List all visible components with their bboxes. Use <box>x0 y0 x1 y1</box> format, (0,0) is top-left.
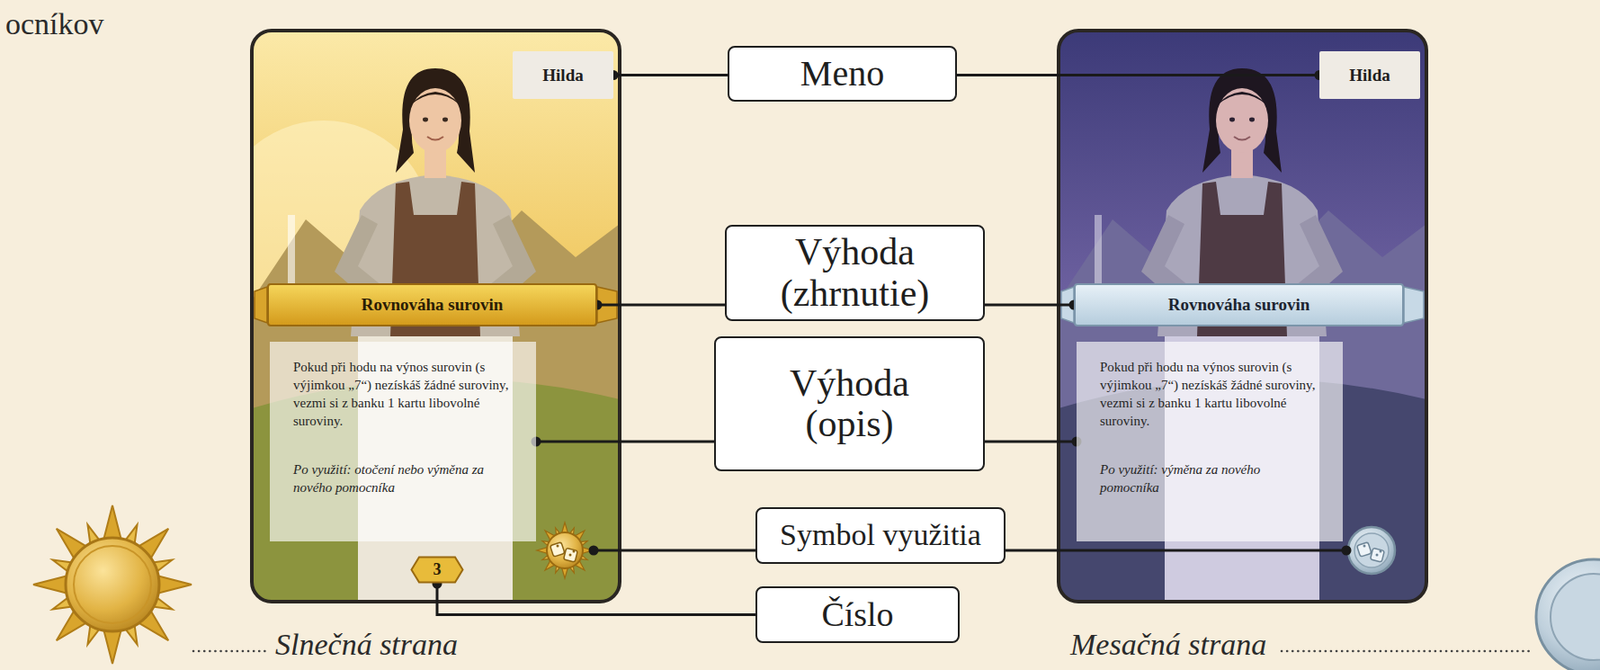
mouth <box>427 136 444 141</box>
die <box>1370 547 1386 563</box>
sun-emblem <box>0 473 225 670</box>
die <box>550 542 565 557</box>
eye <box>422 117 429 123</box>
moon-ring <box>1550 573 1600 661</box>
eye <box>1249 117 1255 123</box>
mouth <box>1233 136 1251 141</box>
die <box>1357 542 1372 557</box>
leader-path <box>613 73 728 77</box>
symbol-ring <box>1354 533 1389 568</box>
node-text: Rovnováha surovin <box>279 294 585 315</box>
sun-disc <box>65 537 160 632</box>
leader-line <box>592 300 726 311</box>
node-text: Číslo <box>768 596 948 634</box>
hair <box>1202 68 1282 173</box>
leader-path <box>536 440 715 444</box>
number-hexagon: 3 <box>410 555 465 584</box>
die-pip <box>556 545 560 548</box>
die-pip <box>1376 554 1379 557</box>
dotted-rule <box>1281 650 1534 653</box>
benefit-panel: Pokud při hodu na výnos surovin (s výjim… <box>1076 341 1343 542</box>
sun-ray <box>0 473 225 670</box>
card-art <box>1058 30 1427 602</box>
die-pip <box>569 554 573 557</box>
leader-line <box>984 300 1080 311</box>
page-heading-fragment: ocníkov <box>5 7 105 41</box>
name-tag: Hilda <box>512 51 614 99</box>
leader-line <box>993 549 1347 553</box>
helper-card-moon <box>1058 30 1427 602</box>
leader-path <box>437 583 756 616</box>
callout-box: Symbol využitia <box>755 507 1006 564</box>
eye <box>442 117 448 123</box>
die-pip <box>1379 550 1383 554</box>
banner-ornament <box>254 286 268 323</box>
callout-box: Výhoda (opis) <box>714 336 985 472</box>
leader-path <box>956 73 1320 77</box>
sun-ray <box>27 500 197 670</box>
callout-box: Výhoda (zhrnutie) <box>724 224 985 322</box>
banner-ornament <box>1403 286 1424 323</box>
card-art <box>251 30 620 602</box>
leader-line <box>531 437 716 447</box>
leader-line <box>608 70 729 81</box>
leader-path <box>984 440 1077 444</box>
node-text: Hilda <box>1326 65 1413 86</box>
sun-ray <box>27 500 197 670</box>
hair <box>395 68 475 173</box>
node-text: Hilda <box>519 65 607 86</box>
usage-note: Po využití: výměna za nového pomocníka <box>1099 460 1316 497</box>
usage-note: Po využití: otočení nebo výměna za novéh… <box>293 460 510 497</box>
leader-path <box>597 303 725 307</box>
sun-ray <box>533 518 598 583</box>
node-text: Pokud při hodu na výnos surovin (s výjim… <box>293 357 510 430</box>
usage-symbol-moon <box>1348 527 1395 574</box>
benefit-banner: Rovnováha surovin <box>267 283 598 327</box>
leader-line <box>593 549 769 553</box>
node-text: 3 <box>410 560 465 580</box>
usage-symbol-sun <box>525 510 605 590</box>
benefit-panel: Pokud při hodu na výnos surovin (s výjim… <box>269 341 537 542</box>
die-pip <box>572 550 576 554</box>
leader-dot <box>1341 545 1352 556</box>
callout-box: Meno <box>727 45 957 102</box>
face <box>409 88 462 153</box>
symbol-disc <box>546 532 583 569</box>
node-text: Výhoda (zhrnutie) <box>737 232 973 314</box>
hair-fringe <box>409 91 462 107</box>
node-text: Rovnováha surovin <box>1086 294 1392 315</box>
die-pip <box>1363 545 1367 548</box>
leader-line <box>956 70 1325 81</box>
node-text: Výhoda (opis) <box>760 363 939 446</box>
moon-disc <box>1536 559 1600 670</box>
hair-fringe <box>1215 91 1269 107</box>
card-sky <box>1058 30 1427 602</box>
node-text: Symbol využitia <box>768 518 993 553</box>
side-caption: Mesačná strana <box>1070 627 1267 662</box>
dotted-rule <box>193 650 270 653</box>
sun-ray <box>533 518 598 583</box>
leader-dot <box>589 545 599 556</box>
face <box>1215 88 1269 153</box>
leader-path <box>984 303 1074 307</box>
name-tag: Hilda <box>1319 51 1421 99</box>
card-sky <box>251 30 620 602</box>
leader-line <box>984 437 1082 447</box>
die <box>563 547 579 563</box>
callout-box: Číslo <box>755 586 960 644</box>
sun-ring <box>73 545 152 624</box>
eye <box>1229 117 1235 123</box>
node-text: Pokud při hodu na výnos surovin (s výjim… <box>1099 357 1316 430</box>
helper-card-sun <box>215 30 620 602</box>
side-caption: Slnečná strana <box>275 627 458 662</box>
card-border <box>251 30 620 602</box>
sun-ray <box>525 510 605 590</box>
moon-emblem <box>1536 559 1600 670</box>
node-text: Meno <box>740 53 945 93</box>
benefit-banner: Rovnováha surovin <box>1073 283 1404 327</box>
symbol-disc <box>1348 527 1395 574</box>
leader-line <box>432 579 757 616</box>
card-border <box>1058 30 1427 602</box>
